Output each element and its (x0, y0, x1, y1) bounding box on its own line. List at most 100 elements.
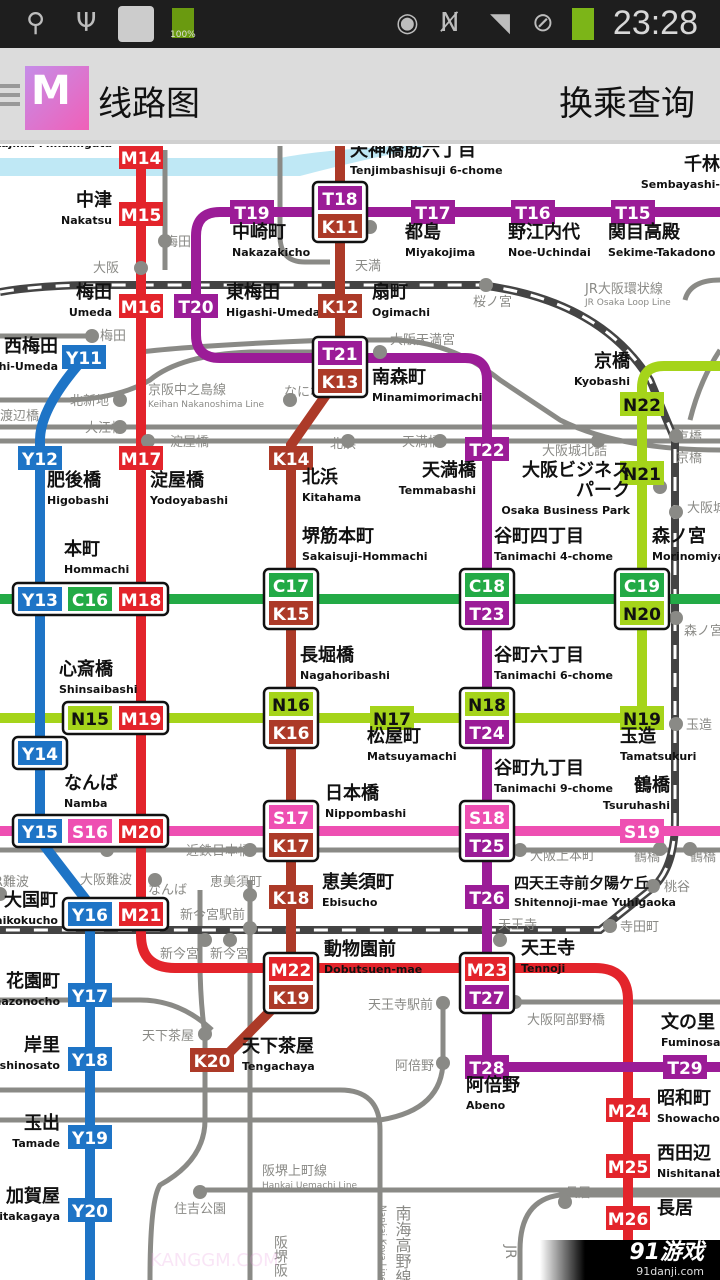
station-dot[interactable] (669, 611, 683, 625)
station-code-badge[interactable] (465, 720, 509, 744)
station-code-badge[interactable] (119, 146, 163, 169)
station-dot[interactable] (373, 345, 387, 359)
station-dot[interactable] (283, 393, 297, 407)
station-code-badge[interactable] (68, 1125, 112, 1149)
station-code-badge[interactable] (68, 902, 112, 926)
station-dot[interactable] (223, 933, 237, 947)
station-code-badge[interactable] (68, 1198, 112, 1222)
line-N[interactable] (0, 361, 720, 723)
station-code-badge[interactable] (620, 461, 664, 485)
station-nakajima-minamigata[interactable]: M14Nakajima Minamigata (0, 146, 163, 169)
station-kishinosato[interactable]: Y18岸里Kishinosato (0, 1034, 112, 1072)
station-nishitanabe[interactable]: M25西田辺Nishitanabe (606, 1143, 720, 1180)
station-code-badge[interactable] (18, 446, 62, 470)
station-dot[interactable] (341, 434, 355, 448)
station-dot[interactable] (558, 1195, 572, 1209)
station-dot[interactable] (669, 717, 683, 731)
station-dot[interactable] (158, 234, 172, 248)
station-code-badge[interactable] (465, 1055, 509, 1079)
station-daikokucho[interactable]: Y16M21大国町Daikokucho (0, 889, 170, 932)
station-dot[interactable] (148, 873, 162, 887)
station-dot[interactable] (243, 921, 257, 935)
station-code-badge[interactable] (119, 202, 163, 226)
station-code-badge[interactable] (318, 294, 362, 318)
station-code-badge[interactable] (465, 601, 509, 625)
station-code-badge[interactable] (269, 833, 313, 857)
station-dot[interactable] (513, 843, 527, 857)
station-code-badge[interactable] (606, 1098, 650, 1122)
station-code-badge[interactable] (465, 833, 509, 857)
station-dot[interactable] (198, 933, 212, 947)
station-nishi-umeda[interactable]: Y11西梅田Nishi-Umeda (0, 335, 106, 373)
station-code-badge[interactable] (119, 819, 163, 843)
station-dot[interactable] (198, 1027, 212, 1041)
transfer-search-button[interactable]: 换乘查询 (559, 84, 695, 124)
station-code-badge[interactable] (318, 341, 362, 365)
station-code-badge[interactable] (119, 902, 163, 926)
station-hanazonocho[interactable]: Y17花園町Hanazonocho (0, 970, 112, 1008)
station-code-badge[interactable] (620, 573, 664, 597)
station-code-badge[interactable] (269, 985, 313, 1009)
station-code-badge[interactable] (465, 805, 509, 829)
station-code-badge[interactable] (620, 706, 664, 730)
station-code-badge[interactable] (465, 437, 509, 461)
station-dot[interactable] (141, 434, 155, 448)
station-code-badge[interactable] (318, 369, 362, 393)
station-code-badge[interactable] (18, 819, 62, 843)
station-code-badge[interactable] (68, 706, 112, 730)
station-code-badge[interactable] (190, 1048, 234, 1072)
station-code-badge[interactable] (269, 957, 313, 981)
station-code-badge[interactable] (18, 741, 62, 765)
station-code-badge[interactable] (620, 392, 664, 416)
station-dot[interactable] (85, 329, 99, 343)
station-code-badge[interactable] (68, 983, 112, 1007)
station-dot[interactable] (436, 996, 450, 1010)
line-T[interactable] (191, 207, 720, 1072)
app-logo[interactable]: M (25, 66, 89, 130)
station-code-badge[interactable] (269, 446, 313, 470)
station-kitakagaya[interactable]: Y20加賀屋Kitakagaya (0, 1186, 112, 1223)
station-dot[interactable] (669, 505, 683, 519)
station-dot[interactable] (134, 261, 148, 275)
station-code-badge[interactable] (62, 345, 106, 369)
station-dot[interactable] (669, 429, 683, 443)
station-dot[interactable] (0, 887, 7, 901)
station-code-badge[interactable] (269, 885, 313, 909)
station-code-badge[interactable] (411, 200, 455, 224)
station-dot[interactable] (683, 842, 697, 856)
station-dot[interactable] (603, 919, 617, 933)
station-code-badge[interactable] (269, 573, 313, 597)
station-dot[interactable] (653, 842, 667, 856)
station-code-badge[interactable] (606, 1206, 650, 1230)
station-dot[interactable] (113, 420, 127, 434)
station-fuminosato[interactable]: T29文の里Fuminosato (661, 1011, 720, 1079)
station-code-badge[interactable] (465, 885, 509, 909)
line-Y[interactable] (35, 361, 95, 1280)
